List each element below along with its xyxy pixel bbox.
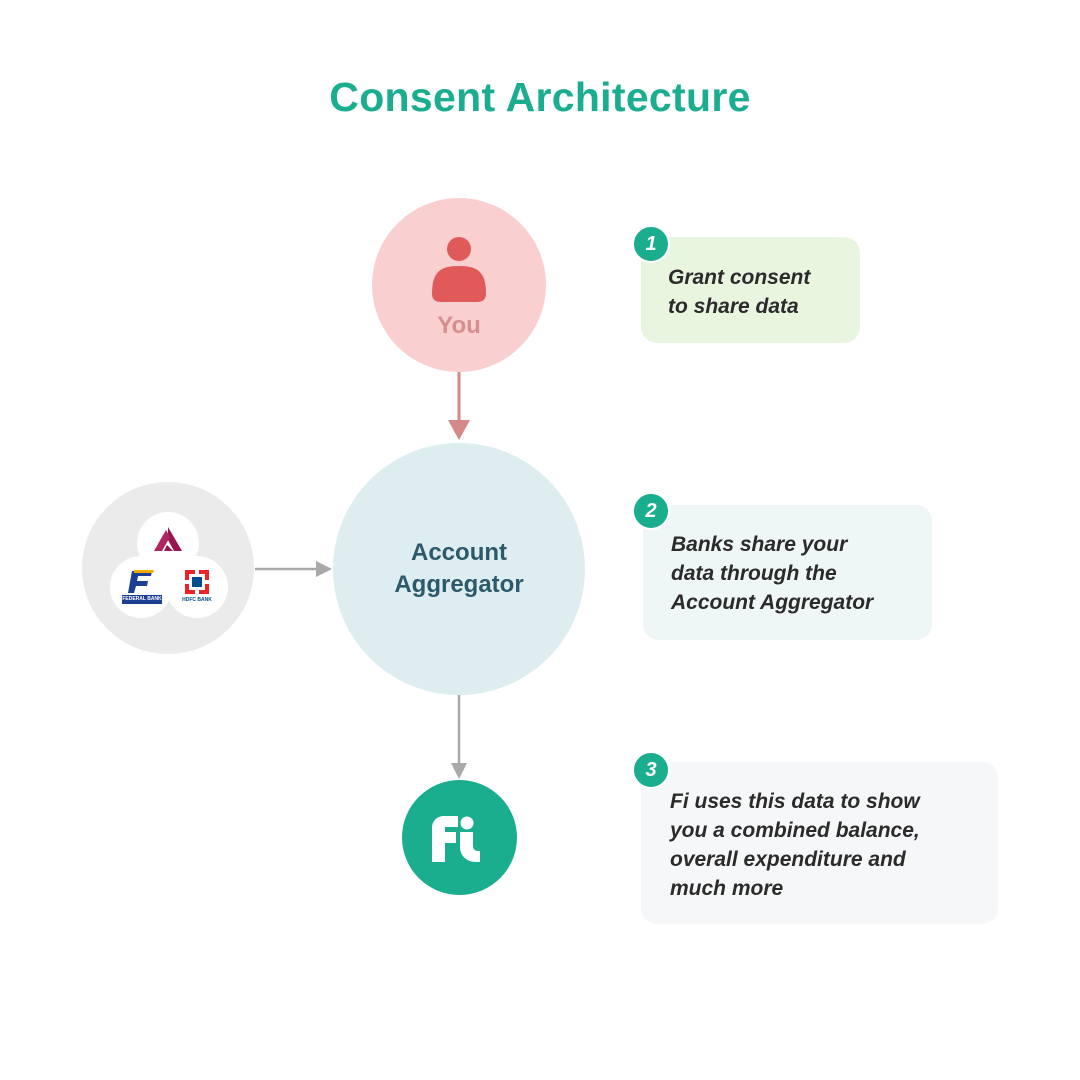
banks-node: FEDERAL BANK HDFC BANK [82,482,254,654]
step-3-card: Fi uses this data to show you a combined… [641,762,998,924]
step-2-card: Banks share your data through the Accoun… [643,505,932,640]
step-1-card: Grant consent to share data [641,237,860,343]
fi-logo-icon [432,816,480,862]
fi-node [402,780,517,895]
you-to-aggregator-arrowhead [448,420,470,440]
step-3-line-2: you a combined balance, [670,819,920,842]
user-icon [432,237,486,302]
step-3-badge: 3 [632,751,670,789]
step-3-line-3: overall expenditure and [670,848,906,871]
account-aggregator-label: Account Aggregator [374,537,544,601]
you-label: You [437,312,481,339]
step-3-text: Fi uses this data to show you a combined… [670,787,920,903]
step-2-text: Banks share your data through the Accoun… [671,530,873,617]
you-node [372,198,546,372]
hdfc-bank-logo-icon [184,569,210,595]
aggregator-to-fi-arrowhead [451,763,467,779]
federal-bank-logo-icon [122,567,162,605]
hdfc-bank-label: HDFC BANK [182,597,212,603]
step-1-badge: 1 [632,225,670,263]
step-3-line-1: Fi uses this data to show [670,790,920,813]
step-2-line-2: data through the [671,562,837,585]
axis-bank-logo-icon [154,527,182,551]
step-2-line-3: Account Aggregator [671,591,874,614]
federal-bank-label: FEDERAL BANK [122,596,162,602]
step-1-line-2: to share data [668,295,799,318]
step-3-line-4: much more [670,877,784,900]
banks-to-aggregator-arrowhead [316,561,332,577]
federal-bank-bubble: FEDERAL BANK [110,556,172,618]
step-1-line-1: Grant consent [668,266,811,289]
step-1-text: Grant consent to share data [668,263,810,321]
page-title: Consent Architecture [329,74,751,120]
hdfc-bank-bubble: HDFC BANK [166,556,228,618]
account-aggregator-node: Account Aggregator [333,443,585,695]
aggregator-label-line1: Account [411,539,507,566]
aggregator-label-line2: Aggregator [394,571,524,598]
step-2-line-1: Banks share your [671,533,848,556]
step-2-badge: 2 [632,492,670,530]
